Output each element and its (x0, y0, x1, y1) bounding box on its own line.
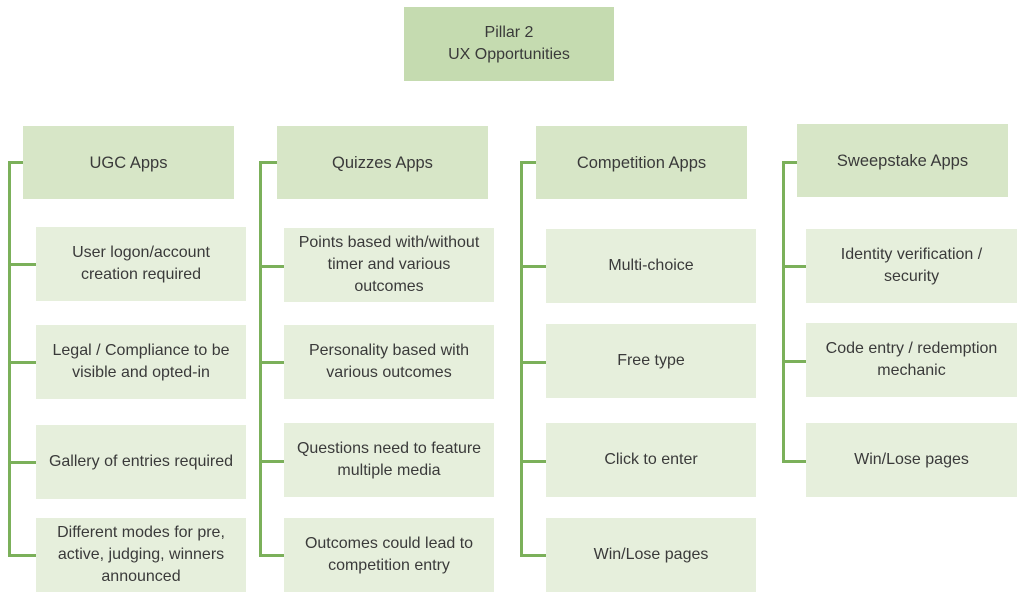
column-header: Competition Apps (536, 126, 747, 199)
list-item: Points based with/without timer and vari… (284, 228, 494, 302)
connector-branch (259, 460, 284, 463)
connector-branch (8, 461, 36, 464)
list-item: Code entry / redemption mechanic (806, 323, 1017, 397)
connector-header (782, 161, 797, 164)
connector-vertical (520, 161, 523, 557)
connector-vertical (8, 161, 11, 557)
pillar-title: Pillar 2 (484, 24, 534, 41)
connector-branch (782, 360, 806, 363)
list-item: Outcomes could lead to competition entry (284, 518, 494, 592)
list-item: Different modes for pre, active, judging… (36, 518, 246, 592)
connector-header (259, 161, 277, 164)
list-item: Questions need to feature multiple media (284, 423, 494, 497)
connector-branch (8, 554, 36, 557)
list-item: Gallery of entries required (36, 425, 246, 499)
list-item: Legal / Compliance to be visible and opt… (36, 325, 246, 399)
connector-branch (259, 554, 284, 557)
list-item: Win/Lose pages (806, 423, 1017, 497)
column-header: Sweepstake Apps (797, 124, 1008, 197)
list-item: Identity verification / security (806, 229, 1017, 303)
connector-branch (8, 361, 36, 364)
connector-header (8, 161, 23, 164)
connector-branch (520, 265, 546, 268)
list-item: User logon/account creation required (36, 227, 246, 301)
connector-branch (259, 361, 284, 364)
connector-vertical (259, 161, 262, 557)
list-item: Free type (546, 324, 756, 398)
connector-branch (782, 265, 806, 268)
pillar-subtitle: UX Opportunities (448, 46, 570, 63)
column-header: UGC Apps (23, 126, 234, 199)
connector-branch (520, 554, 546, 557)
connector-branch (520, 460, 546, 463)
column-header: Quizzes Apps (277, 126, 488, 199)
list-item: Personality based with various outcomes (284, 325, 494, 399)
list-item: Multi-choice (546, 229, 756, 303)
pillar-box: Pillar 2 UX Opportunities (404, 7, 614, 81)
connector-branch (520, 361, 546, 364)
connector-branch (259, 265, 284, 268)
list-item: Click to enter (546, 423, 756, 497)
connector-header (520, 161, 536, 164)
connector-branch (8, 263, 36, 266)
connector-branch (782, 460, 806, 463)
list-item: Win/Lose pages (546, 518, 756, 592)
connector-vertical (782, 161, 785, 463)
